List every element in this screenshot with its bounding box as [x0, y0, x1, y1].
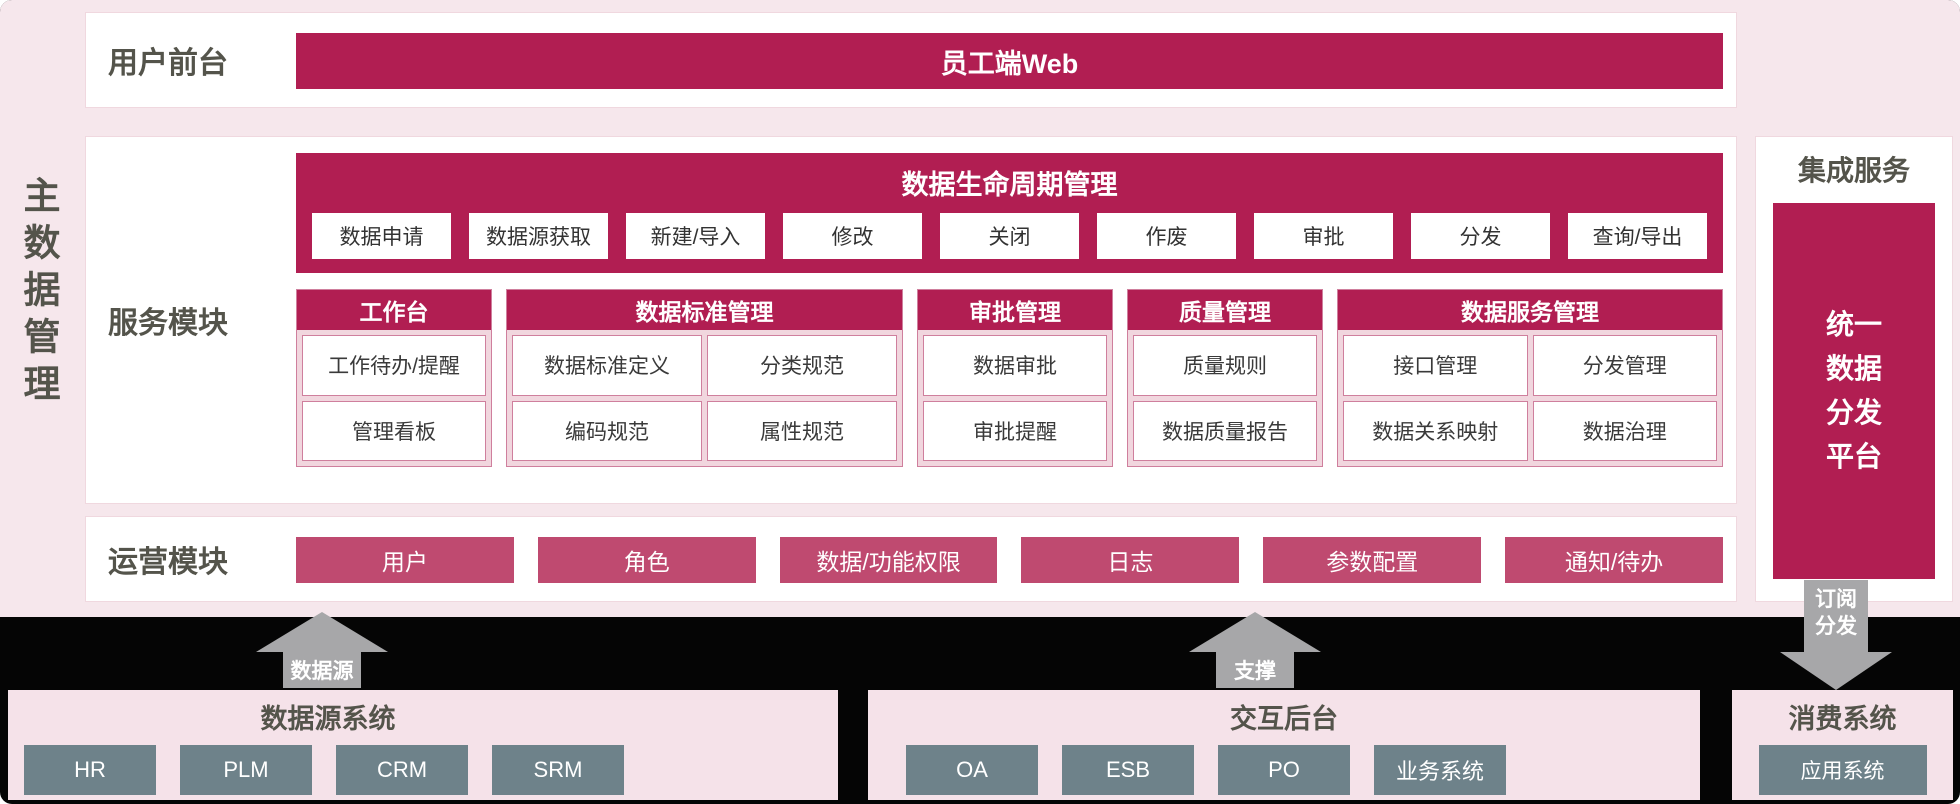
arrow-head-down-icon	[1780, 652, 1892, 690]
arrow-subscribe-line: 订阅	[1815, 588, 1857, 611]
group-cell: 数据质量报告	[1133, 400, 1317, 461]
platform-line: 统一	[1825, 309, 1882, 340]
group-cell: 分发管理	[1532, 335, 1717, 396]
group-cell: 分类规范	[707, 335, 897, 396]
arrow-datasource-label: 数据源	[283, 652, 361, 688]
platform-line: 数据	[1825, 353, 1882, 384]
system-button-srm: SRM	[492, 745, 624, 795]
group-cell: 编码规范	[512, 400, 702, 461]
operations-button-roles: 角色	[537, 537, 756, 583]
frontend-section: 用户前台 员工端Web	[85, 12, 1737, 108]
platform-line: 平台	[1825, 441, 1882, 472]
group-cell: 审批提醒	[923, 400, 1107, 461]
lifecycle-button-create-import: 新建/导入	[626, 213, 765, 259]
operations-button-notifications: 通知/待办	[1505, 537, 1723, 583]
group-approval: 审批管理 数据审批 审批提醒	[917, 289, 1113, 467]
group-quality: 质量管理 质量规则 数据质量报告	[1127, 289, 1323, 467]
panel-buttons-row: 应用系统	[1732, 745, 1953, 795]
lifecycle-button-close: 关闭	[940, 213, 1079, 259]
arrow-head-up-icon	[1189, 612, 1321, 652]
group-data-service: 数据服务管理 接口管理 分发管理 数据关系映射 数据治理	[1337, 289, 1723, 467]
system-button-oa: OA	[906, 745, 1038, 795]
operations-button-logs: 日志	[1021, 537, 1240, 583]
arrow-subscribe-distribute-down: 订阅 分发	[1780, 580, 1892, 690]
arrow-subscribe-label: 订阅 分发	[1804, 580, 1868, 652]
arrow-support-up: 支撑	[1189, 612, 1321, 688]
group-cell: 数据治理	[1532, 400, 1717, 461]
panel-consumer-systems: 消费系统 应用系统	[1732, 690, 1953, 800]
panel-buttons-row: HR PLM CRM SRM	[8, 745, 838, 795]
frontend-label: 用户前台	[108, 47, 228, 80]
panel-title: 消费系统	[1788, 704, 1897, 734]
system-button-po: PO	[1218, 745, 1350, 795]
group-cell: 数据关系映射	[1343, 400, 1528, 461]
lifecycle-button-distribute: 分发	[1411, 213, 1550, 259]
group-cells: 工作待办/提醒 管理看板	[297, 330, 491, 466]
lifecycle-button-approve: 审批	[1254, 213, 1393, 259]
lifecycle-title: 数据生命周期管理	[901, 170, 1118, 200]
system-button-plm: PLM	[180, 745, 312, 795]
group-header: 审批管理	[918, 290, 1112, 330]
employee-web-bar: 员工端Web	[296, 33, 1723, 89]
group-cell: 质量规则	[1133, 335, 1317, 396]
group-cell: 管理看板	[302, 400, 486, 461]
group-header: 数据服务管理	[1338, 290, 1722, 330]
arrow-datasource-up: 数据源	[256, 612, 388, 688]
lifecycle-panel: 数据生命周期管理 数据申请 数据源获取 新建/导入 修改 关闭 作废 审批 分发…	[296, 153, 1723, 273]
lifecycle-button-void: 作废	[1097, 213, 1236, 259]
group-data-standard: 数据标准管理 数据标准定义 分类规范 编码规范 属性规范	[506, 289, 903, 467]
lifecycle-button-modify: 修改	[783, 213, 922, 259]
lifecycle-button-source-fetch: 数据源获取	[469, 213, 608, 259]
lifecycle-buttons-row: 数据申请 数据源获取 新建/导入 修改 关闭 作废 审批 分发 查询/导出	[296, 213, 1723, 259]
operations-button-parameters: 参数配置	[1263, 537, 1482, 583]
system-button-crm: CRM	[336, 745, 468, 795]
main-title-vertical: 主数据管理	[18, 175, 59, 411]
system-button-application: 应用系统	[1758, 745, 1927, 795]
group-header: 工作台	[297, 290, 491, 330]
group-cell: 接口管理	[1343, 335, 1528, 396]
panel-interaction-backend: 交互后台 OA ESB PO 业务系统	[868, 690, 1700, 800]
operations-label: 运营模块	[108, 546, 228, 579]
operations-buttons-row: 用户 角色 数据/功能权限 日志 参数配置 通知/待办	[296, 537, 1723, 583]
panel-buttons-row: OA ESB PO 业务系统	[868, 745, 1700, 795]
group-cell: 工作待办/提醒	[302, 335, 486, 396]
system-button-business: 业务系统	[1374, 745, 1506, 795]
group-cells: 数据标准定义 分类规范 编码规范 属性规范	[507, 330, 902, 466]
arrow-distribute-line: 分发	[1815, 615, 1857, 638]
group-cells: 质量规则 数据质量报告	[1128, 330, 1322, 466]
integration-label: 集成服务	[1797, 155, 1910, 186]
group-workbench: 工作台 工作待办/提醒 管理看板	[296, 289, 492, 467]
system-button-hr: HR	[24, 745, 156, 795]
operations-button-permissions: 数据/功能权限	[779, 537, 998, 583]
group-cell: 数据审批	[923, 335, 1107, 396]
service-groups-row: 工作台 工作待办/提醒 管理看板 数据标准管理 数据标准定义 分类规范 编码规范…	[296, 289, 1723, 467]
panel-title: 交互后台	[1230, 704, 1338, 734]
service-label: 服务模块	[108, 307, 228, 340]
unified-distribution-platform-box: 统一 数据 分发 平台	[1773, 203, 1935, 579]
arrow-support-label: 支撑	[1216, 652, 1294, 688]
platform-line: 分发	[1825, 397, 1882, 428]
group-cell: 属性规范	[707, 400, 897, 461]
system-button-esb: ESB	[1062, 745, 1194, 795]
operations-section: 运营模块 用户 角色 数据/功能权限 日志 参数配置 通知/待办	[85, 516, 1737, 602]
lifecycle-button-query-export: 查询/导出	[1568, 213, 1707, 259]
group-cells: 数据审批 审批提醒	[918, 330, 1112, 466]
group-header: 质量管理	[1128, 290, 1322, 330]
group-cells: 接口管理 分发管理 数据关系映射 数据治理	[1338, 330, 1722, 466]
panel-title: 数据源系统	[260, 704, 396, 734]
integration-section: 集成服务 统一 数据 分发 平台	[1755, 136, 1953, 602]
group-cell: 数据标准定义	[512, 335, 702, 396]
operations-button-users: 用户	[296, 537, 514, 583]
group-header: 数据标准管理	[507, 290, 902, 330]
panel-datasource-systems: 数据源系统 HR PLM CRM SRM	[8, 690, 838, 800]
arrow-head-up-icon	[256, 612, 388, 652]
lifecycle-button-apply: 数据申请	[312, 213, 451, 259]
service-section: 服务模块 数据生命周期管理 数据申请 数据源获取 新建/导入 修改 关闭 作废 …	[85, 136, 1737, 504]
